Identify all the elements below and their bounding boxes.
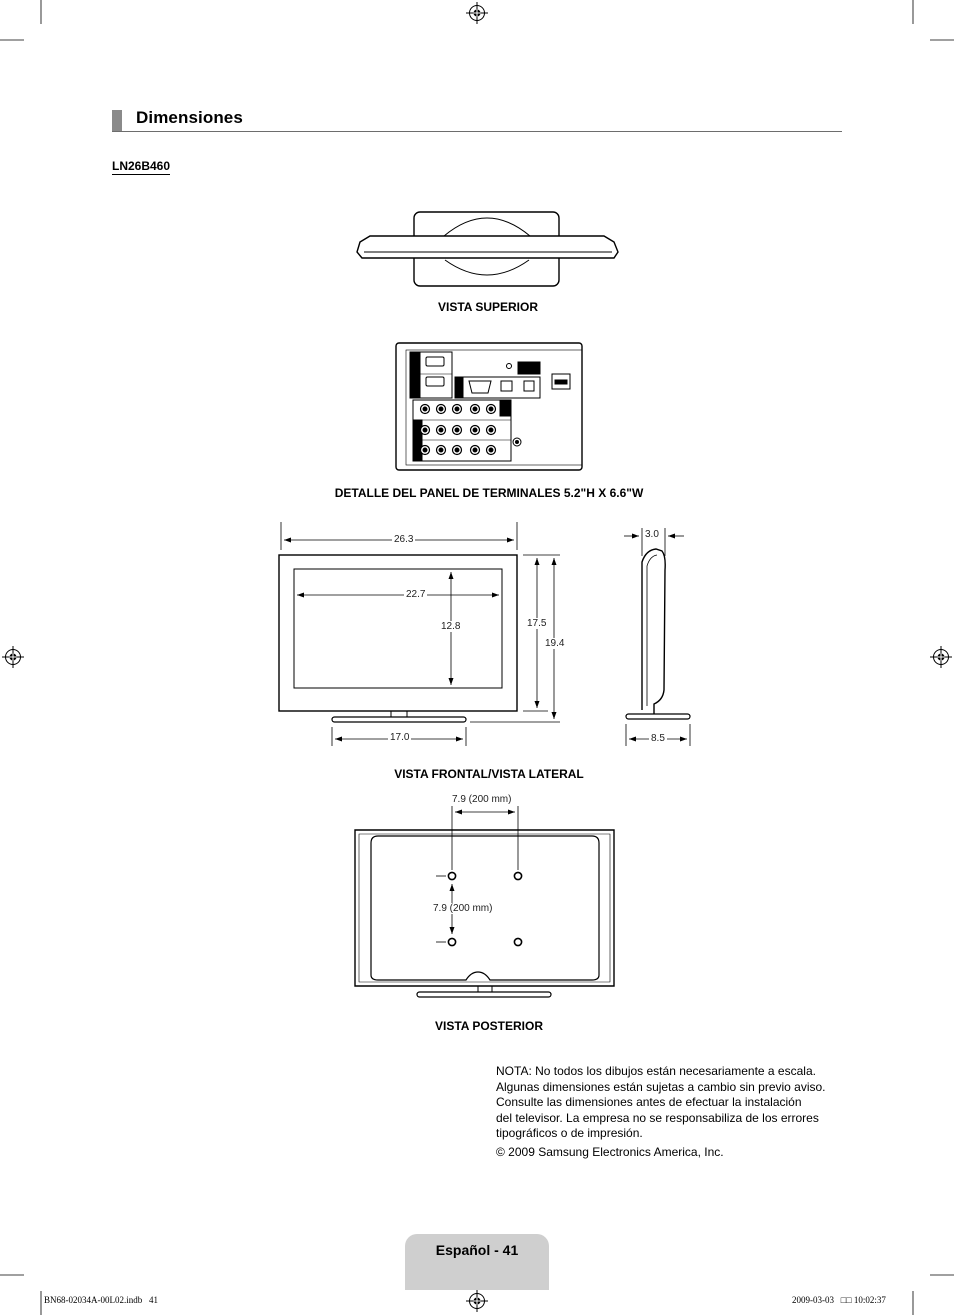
note-line: del televisor. La empresa no se responsa… <box>496 1110 819 1125</box>
dim-depth: 3.0 <box>645 529 659 540</box>
dim-vesa-vertical: 7.9 (200 mm) <box>431 903 495 914</box>
dim-vesa-horizontal: 7.9 (200 mm) <box>452 794 512 805</box>
dim-stand-depth: 8.5 <box>649 733 667 744</box>
dim-screen-height: 12.8 <box>439 621 463 632</box>
note-block: NOTA: No todos los dibujos están necesar… <box>496 1064 841 1160</box>
copyright-text: © 2009 Samsung Electronics America, Inc. <box>496 1144 724 1159</box>
dim-stand-width: 17.0 <box>388 732 412 743</box>
page-number-label: Español - 41 <box>435 1242 519 1258</box>
side-view-drawing <box>624 528 691 746</box>
rear-view-drawing <box>354 806 615 998</box>
registration-mark-icon <box>929 645 953 669</box>
section-divider <box>112 131 842 132</box>
registration-mark-icon <box>465 1 489 25</box>
registration-mark-icon <box>465 1289 489 1313</box>
top-view-drawing <box>356 211 619 287</box>
section-marker <box>112 110 122 131</box>
note-line: tipográficos o de impresión. <box>496 1126 643 1140</box>
note-line: Algunas dimensiones están sujetas a camb… <box>496 1079 826 1094</box>
dim-body-height: 17.5 <box>525 618 549 629</box>
caption-front-side-view: VISTA FRONTAL/VISTA LATERAL <box>394 767 584 781</box>
section-title: Dimensiones <box>136 108 243 127</box>
terminal-panel-drawing <box>395 342 583 471</box>
note-line: NOTA: No todos los dibujos están necesar… <box>496 1064 816 1078</box>
print-timestamp: 2009-03-03 □□ 10:02:37 <box>792 1295 886 1305</box>
print-file-info: BN68-02034A-00L02.indb 41 <box>44 1295 158 1305</box>
front-view-drawing <box>278 522 560 746</box>
dim-screen-width: 22.7 <box>404 589 428 600</box>
note-line: Consulte las dimensiones antes de efectu… <box>496 1095 802 1109</box>
caption-top-view: VISTA SUPERIOR <box>437 300 538 314</box>
dim-overall-height: 19.4 <box>543 638 567 649</box>
registration-mark-icon <box>1 645 25 669</box>
page-number-tab <box>405 1234 549 1290</box>
model-label: LN26B460 <box>112 159 171 175</box>
caption-terminal-panel: DETALLE DEL PANEL DE TERMINALES 5.2"H X … <box>334 486 644 500</box>
caption-rear-view: VISTA POSTERIOR <box>434 1019 543 1033</box>
dim-overall-width: 26.3 <box>392 534 416 545</box>
